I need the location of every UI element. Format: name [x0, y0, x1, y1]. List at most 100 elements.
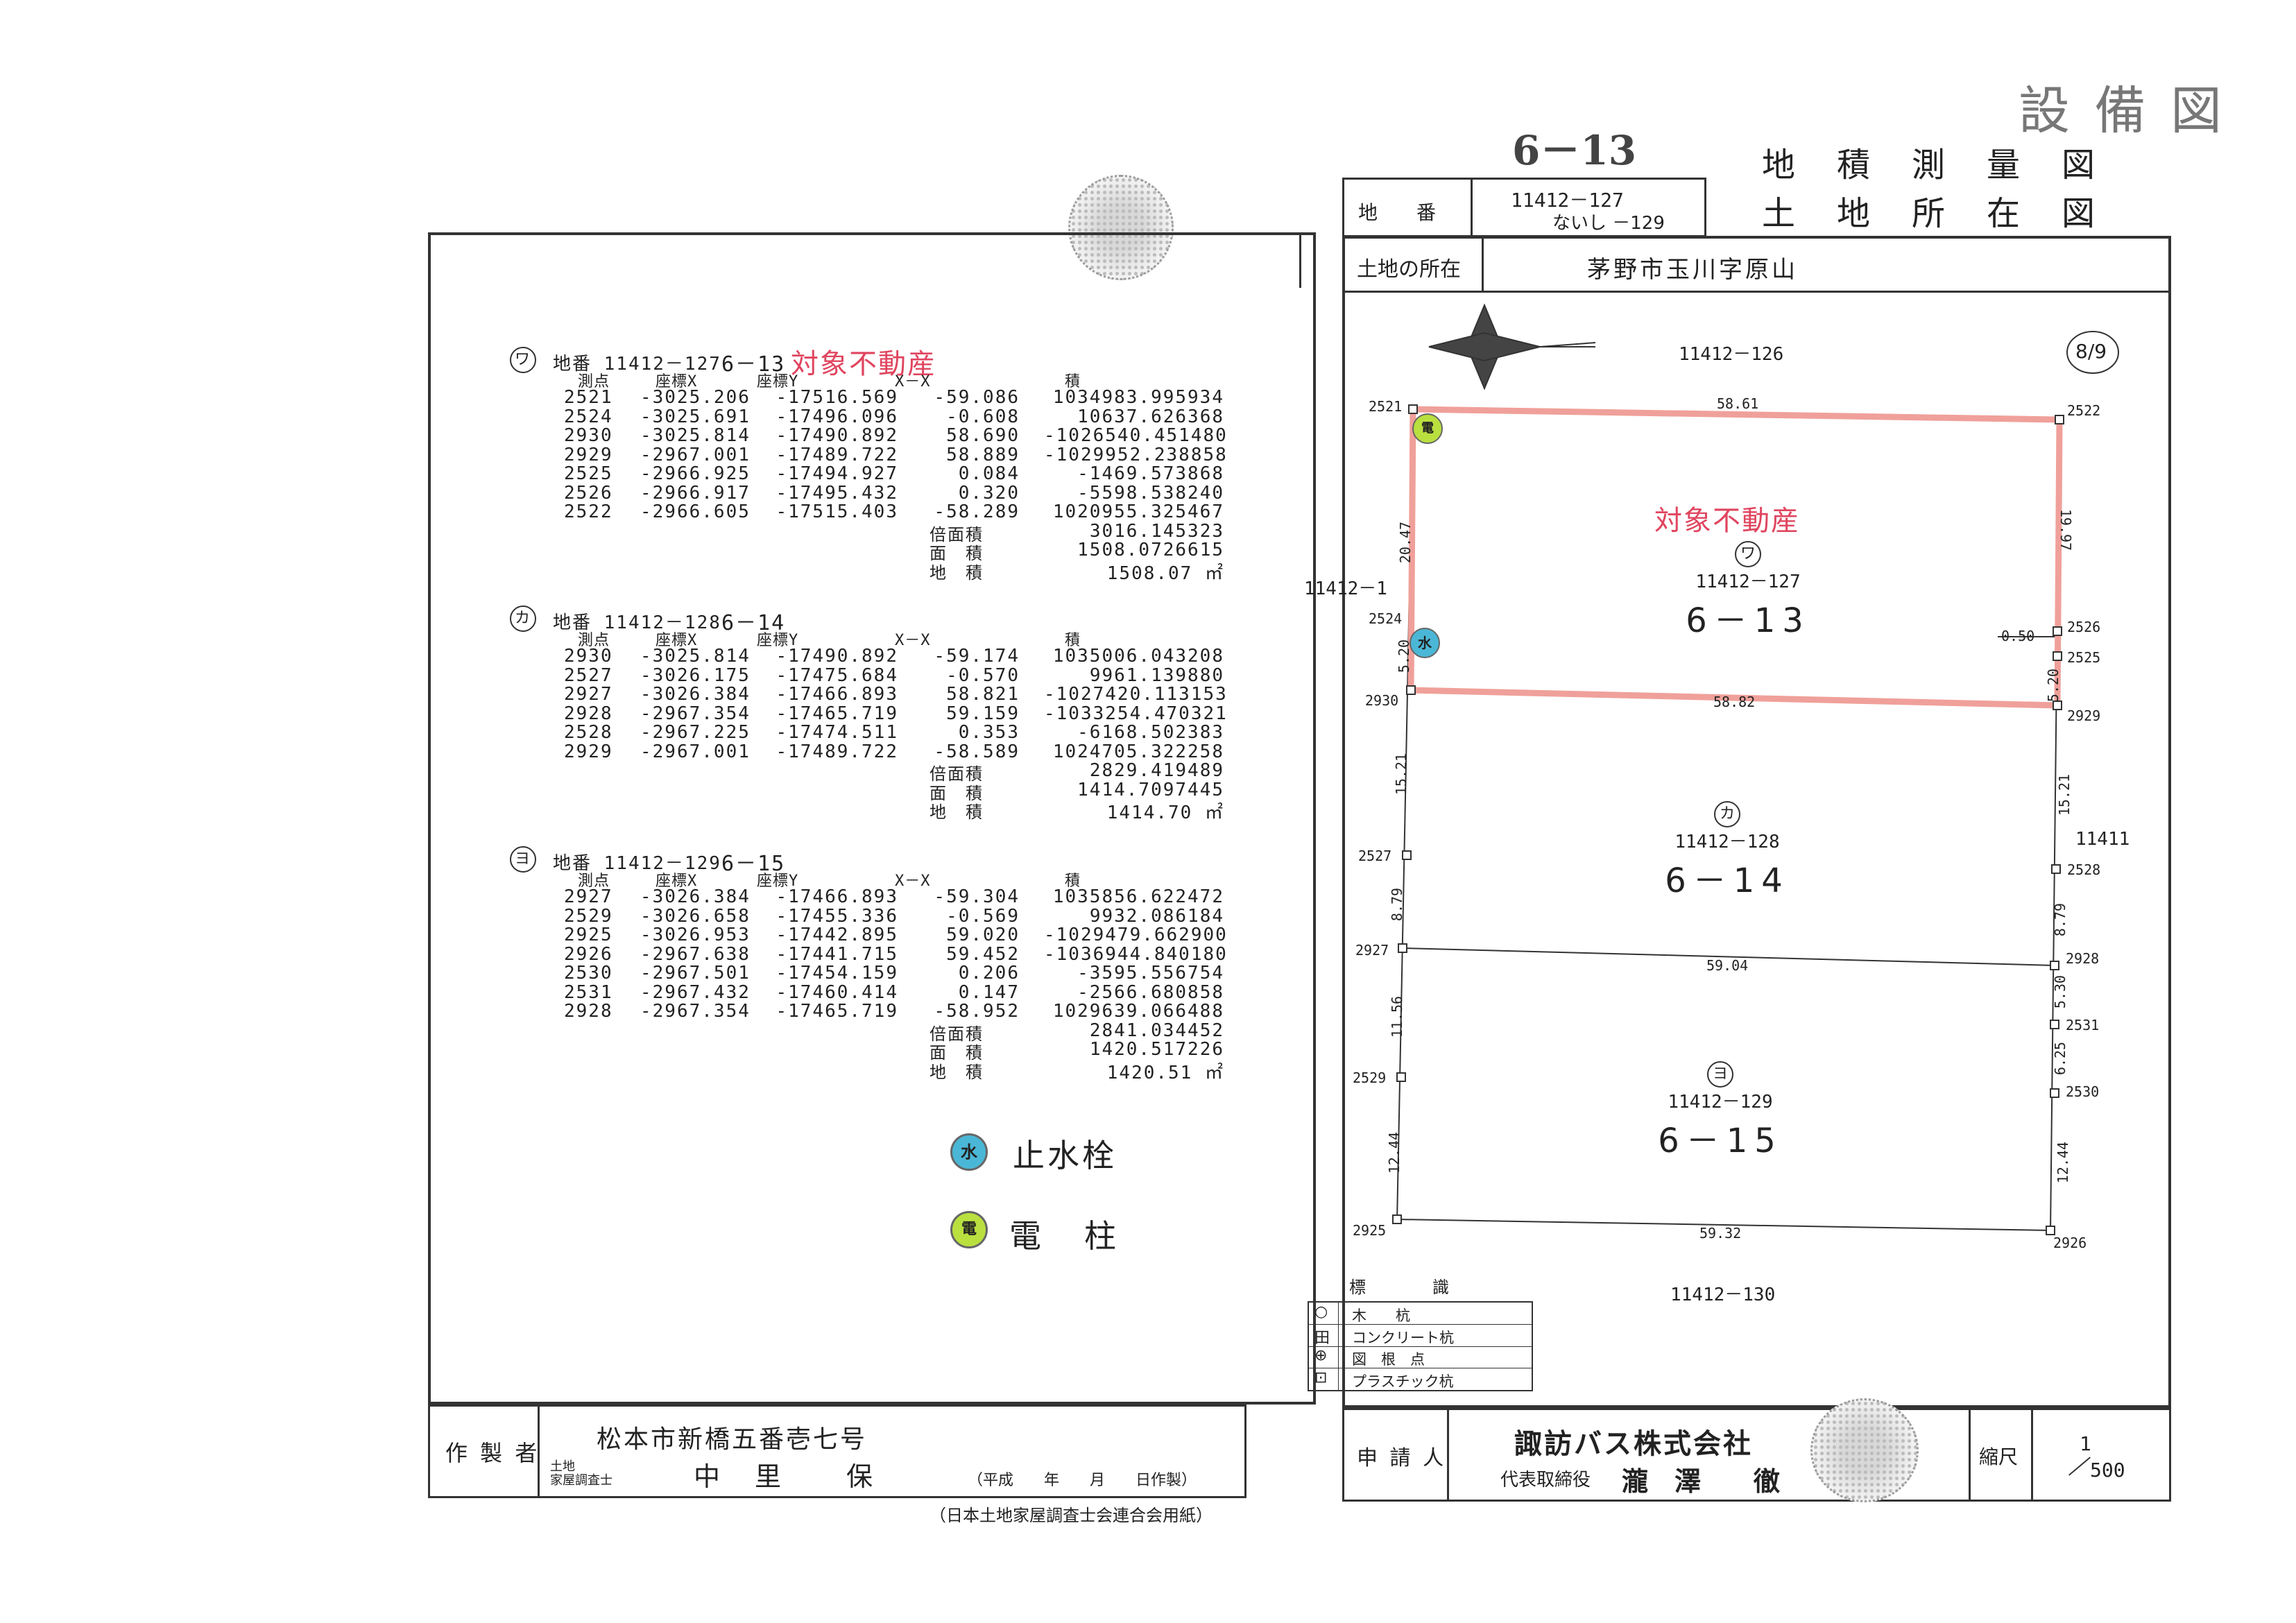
table-cell: -2967.001: [640, 741, 751, 762]
parcel-number-value-2: ないし －129: [1552, 213, 1665, 234]
table-cell: -6168.502383: [1077, 722, 1224, 743]
table-cell: 1035856.622472: [1052, 886, 1224, 907]
marker-legend-row: ○木 杭: [1309, 1303, 1532, 1325]
distance-label: 0.50: [2001, 628, 2035, 644]
table-heading: 地番 11412－129: [553, 853, 721, 874]
table-cell: -2967.354: [640, 1001, 751, 1022]
distance-label: 19.97: [2057, 508, 2075, 551]
lot-ka: カ 11412－128 6－14: [1630, 801, 1824, 902]
sheet-number: 6－13: [1512, 127, 1637, 174]
point-label: 2925: [1353, 1222, 1387, 1239]
table-cell: -17495.432: [776, 482, 898, 504]
table-summary-label: 地 積: [929, 802, 984, 822]
table-cell: 1020955.325467: [1052, 501, 1224, 522]
table-lot: 6－15: [721, 852, 786, 876]
maker-role-2: 家屋調査士: [550, 1473, 612, 1488]
table-lot: 6－13: [721, 352, 786, 377]
map-target-label: 対象不動産: [1654, 505, 1800, 537]
point-label: 2531: [2066, 1017, 2100, 1033]
distance-label: 59.32: [1699, 1225, 1742, 1242]
applicant-company: 諏訪バス株式会社: [1514, 1427, 1753, 1460]
table-cell: 2929: [564, 741, 613, 762]
table-cell: 2528: [564, 722, 613, 743]
marker-type-label: コンクリート杭: [1352, 1329, 1454, 1346]
table-column-header: X－X: [895, 373, 931, 390]
point-label: 2528: [2067, 861, 2101, 878]
table-cell: -1029479.662900: [1044, 925, 1228, 945]
table-summary-label: 倍面積: [929, 1024, 984, 1044]
table-tag: 対象不動産: [791, 348, 936, 380]
table-cell: 0.320: [958, 482, 1020, 504]
table-cell: 2529: [564, 905, 613, 927]
table-cell: 0.353: [958, 722, 1020, 743]
table-cell: -3026.658: [640, 905, 751, 927]
distance-label: 20.47: [1397, 521, 1414, 564]
table-cell: 1024705.322258: [1052, 741, 1224, 762]
distance-label: 15.21: [1393, 753, 1410, 796]
table-cell: -1027420.113153: [1044, 684, 1228, 705]
table-cell: 2525: [564, 463, 613, 484]
table-summary-value: 2829.419489: [1089, 760, 1224, 781]
distance-label: 58.61: [1717, 395, 1759, 412]
table-cell: -58.289: [934, 501, 1020, 522]
paper-note: （日本土地家屋調査士会連合会用紙）: [929, 1506, 1213, 1525]
applicant-box: 申 請 人 諏訪バス株式会社 代表取締役 瀧 澤 徹 縮尺 1 500: [1342, 1408, 2171, 1502]
table-column-header: X－X: [895, 873, 931, 890]
table-cell: -1029952.238858: [1044, 444, 1228, 465]
table-cell: -17494.927: [776, 463, 898, 484]
point-label: 2526: [2067, 619, 2101, 635]
lot-yo: ヨ 11412－129 6－15: [1623, 1061, 1817, 1162]
distance-label: 6.25: [2052, 1041, 2069, 1076]
table-summary-label: 面 積: [929, 1043, 984, 1063]
table-cell: -3025.691: [640, 406, 751, 427]
scale-label: 縮尺: [1979, 1445, 2019, 1468]
table-summary-label: 面 積: [929, 783, 984, 803]
table-cell: 1035006.043208: [1052, 646, 1224, 667]
point-label: 2525: [2067, 649, 2101, 666]
marker-legend-row: ⊡プラスチック杭: [1309, 1368, 1532, 1390]
table-cell: 2927: [564, 886, 613, 907]
table-cell: 2928: [564, 703, 613, 724]
table-cell: -2966.925: [640, 463, 751, 484]
lot-wa: ワ 11412－127 6－13: [1651, 541, 1845, 642]
table-cell: 59.452: [946, 943, 1020, 965]
table-cell: 2522: [564, 501, 613, 522]
table-cell: -1469.573868: [1077, 463, 1224, 484]
table-cell: 2530: [564, 963, 613, 984]
table-cell: 2526: [564, 482, 613, 504]
left-frame: [428, 232, 1316, 1405]
table-column-header: 測点: [578, 632, 610, 649]
table-cell: -17442.895: [776, 925, 898, 945]
table-cell: -3025.814: [640, 646, 751, 667]
lot-number: 6－14: [1665, 861, 1790, 900]
marker-type-icon: ○: [1314, 1303, 1328, 1321]
title-location: 土 地 所 在 図: [1762, 194, 2100, 233]
table-cell: -17474.511: [776, 722, 898, 743]
table-cell: 9961.139880: [1089, 664, 1224, 686]
table-summary-value: 1414.70 ㎡: [1106, 802, 1224, 823]
location-row: 土地の所在 茅野市玉川字原山: [1342, 236, 2171, 293]
table-lot: 6－14: [721, 611, 786, 635]
parcel-number-value-1: 11412－127: [1511, 189, 1624, 212]
table-cell: 58.690: [946, 425, 1020, 446]
table-summary-value: 1508.07 ㎡: [1106, 563, 1224, 584]
marker-type-label: プラスチック杭: [1352, 1373, 1454, 1390]
lot-marker: カ: [1714, 801, 1740, 827]
table-summary-label: 地 積: [929, 563, 984, 583]
table-cell: 0.084: [958, 463, 1020, 484]
point-label: 2930: [1365, 692, 1399, 709]
point-label: 2521: [1369, 398, 1403, 415]
table-cell: 9932.086184: [1089, 905, 1224, 927]
table-cell: 2925: [564, 925, 613, 945]
maker-role-1: 土地: [550, 1459, 575, 1474]
lot-number: 6－15: [1658, 1122, 1783, 1160]
table-cell: -17496.096: [776, 406, 898, 427]
distance-label: 15.21: [2056, 773, 2073, 816]
west-neighbor: 11412－1: [1304, 578, 1387, 599]
point-label: 2522: [2067, 402, 2101, 419]
table-cell: -2967.501: [640, 963, 751, 984]
table-cell: 2930: [564, 425, 613, 446]
table-cell: -59.086: [934, 387, 1020, 408]
table-cell: -3025.814: [640, 425, 751, 446]
table-cell: 2927: [564, 684, 613, 705]
